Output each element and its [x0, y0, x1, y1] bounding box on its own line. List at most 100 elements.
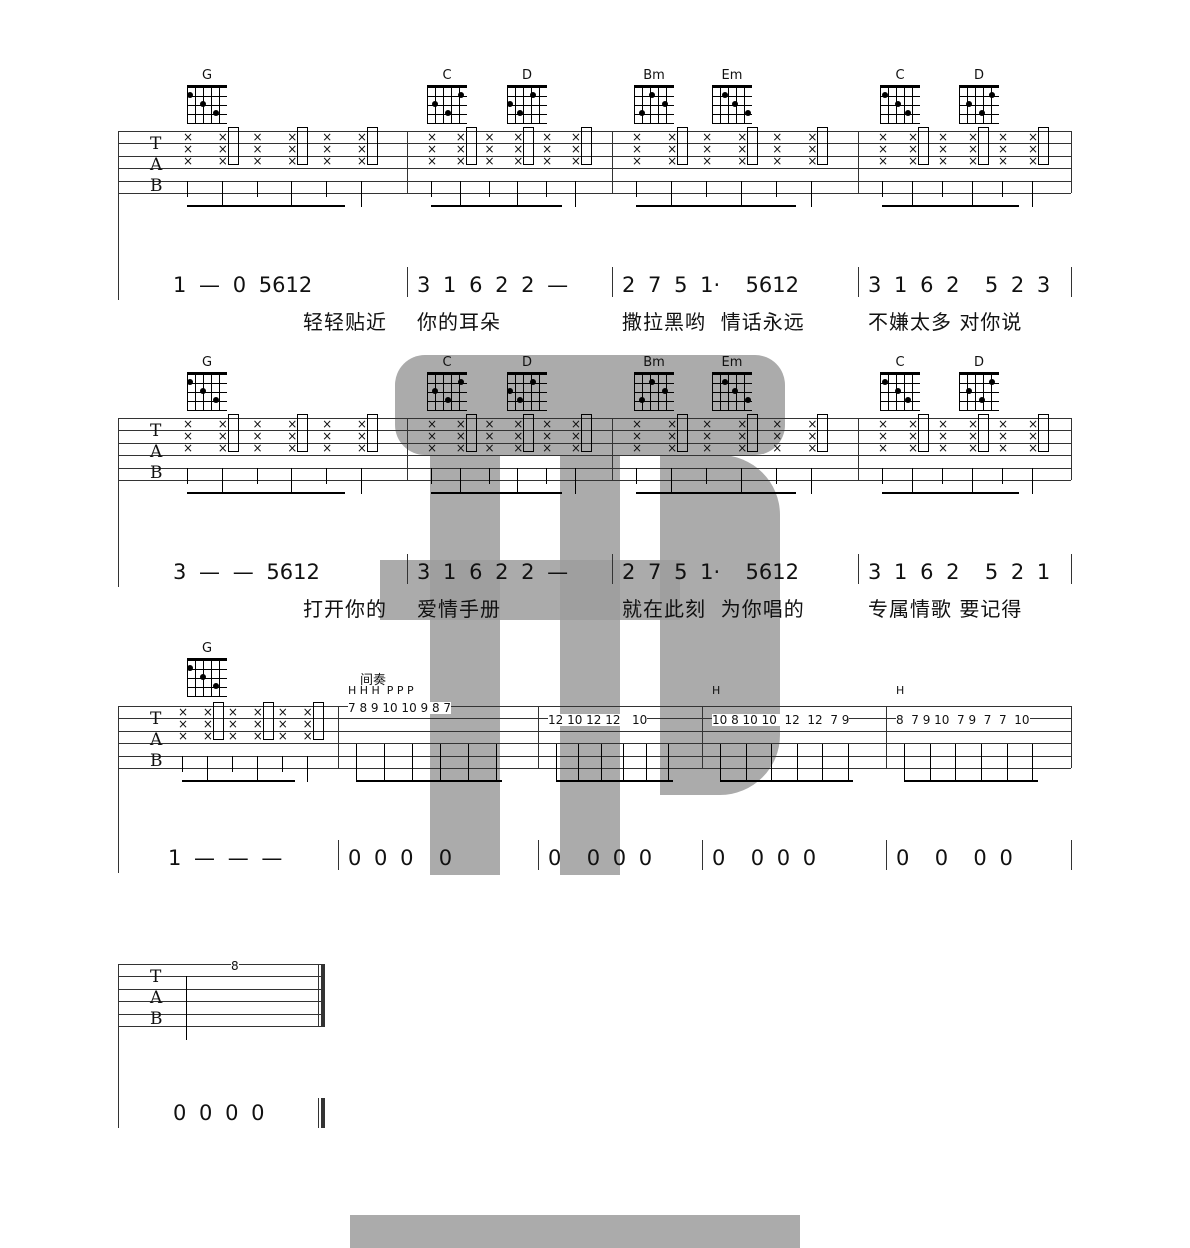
finger-dot — [200, 101, 206, 107]
strum-x-mark: × — [667, 154, 678, 168]
finger-dot — [445, 110, 451, 116]
fret-numbers: 8 — [231, 959, 239, 973]
finger-dot — [662, 388, 668, 394]
lyrics: 就在此刻 为你唱的 — [622, 597, 805, 621]
note-stem — [356, 744, 357, 782]
strum-x-mark: × — [542, 441, 553, 455]
chord-diagram: Bm — [632, 68, 676, 124]
notation-measure: 0 0 0 0 — [348, 846, 453, 870]
note-stem — [182, 756, 183, 772]
strum-x-mark: × — [1028, 429, 1039, 443]
note-stem — [847, 744, 849, 782]
strum-x-mark: × — [513, 441, 524, 455]
strum-x-mark: × — [570, 142, 581, 156]
strum-x-mark: × — [322, 429, 333, 443]
strum-x-mark: × — [908, 441, 919, 455]
fret-numbers: 8 7 9 10 7 9 7 7 10 — [896, 713, 1030, 727]
strum-x-mark: × — [427, 154, 438, 168]
notation-bar-line — [407, 267, 408, 297]
finger-dot — [966, 101, 972, 107]
notation-bar-line — [338, 840, 339, 870]
strum-x-mark: × — [1028, 130, 1039, 144]
finger-dot — [905, 110, 911, 116]
finger-dot — [722, 92, 728, 98]
finger-dot — [507, 101, 513, 107]
note-stem — [955, 744, 957, 782]
strum-x-mark: × — [908, 417, 919, 431]
finger-dot — [732, 101, 738, 107]
lyrics: 轻轻贴近 — [303, 310, 387, 334]
chord-grid — [712, 85, 752, 124]
strum-x-mark: × — [968, 441, 979, 455]
note-stem — [459, 468, 461, 494]
arpeggio-box — [366, 127, 378, 165]
fret-numbers: 7 8 9 10 10 9 8 7 — [348, 701, 452, 715]
chord-diagram: D — [505, 355, 549, 411]
strum-x-mark: × — [455, 441, 466, 455]
strum-x-mark: × — [202, 729, 213, 743]
strum-x-mark: × — [302, 705, 313, 719]
strum-x-mark: × — [908, 154, 919, 168]
lyrics: 爱情手册 — [417, 597, 501, 621]
strum-x-mark: × — [178, 705, 189, 719]
notation-measure: 2 7 5 1· 5612 — [622, 560, 799, 584]
strum-x-mark: × — [356, 417, 367, 431]
fret-numbers: 10 8 10 10 12 12 7 9 — [712, 713, 850, 727]
arpeggio-box — [978, 127, 989, 165]
note-stem — [496, 744, 497, 782]
strum-x-mark: × — [968, 142, 979, 156]
note-stem — [291, 181, 293, 207]
tab-staff-line — [118, 143, 1071, 145]
arpeggio-box — [262, 702, 274, 740]
notation-measure: 3 1 6 2 5 2 1 — [868, 560, 1051, 584]
chord-name: D — [973, 68, 984, 83]
finger-dot — [979, 110, 985, 116]
strum-x-mark: × — [542, 429, 553, 443]
arpeggio-box — [227, 414, 239, 452]
strum-x-mark: × — [302, 729, 313, 743]
note-stem — [256, 756, 258, 782]
notation-measure: 3 1 6 2 2 — — [417, 273, 569, 297]
tab-staff-line — [118, 755, 1071, 757]
note-stem — [281, 756, 283, 772]
strum-x-mark: × — [968, 130, 979, 144]
strum-x-mark: × — [178, 729, 189, 743]
chord-diagram: G — [185, 68, 229, 124]
strum-x-mark: × — [252, 705, 263, 719]
strum-x-mark: × — [277, 717, 288, 731]
finger-dot — [200, 388, 206, 394]
notation-measure: 0 0 0 0 — [712, 846, 817, 870]
finger-dot — [458, 92, 464, 98]
strum-x-mark: × — [484, 130, 495, 144]
beam — [904, 780, 1038, 782]
watermark-logo — [380, 560, 680, 620]
note-stem — [741, 468, 743, 494]
beam — [431, 492, 562, 494]
arpeggio-box — [747, 414, 759, 452]
strum-x-mark: × — [356, 429, 367, 443]
tab-staff-line — [118, 131, 1071, 132]
finger-dot — [187, 665, 193, 671]
notation-bar-line — [318, 1098, 319, 1128]
tab-staff-line — [118, 768, 1071, 769]
note-stem — [636, 468, 637, 484]
strum-x-mark: × — [807, 154, 818, 168]
beam — [882, 205, 1019, 207]
chord-name: Bm — [643, 355, 665, 370]
bar-line — [318, 964, 319, 1026]
strum-x-mark: × — [968, 154, 979, 168]
strum-x-mark: × — [702, 429, 713, 443]
note-stem — [578, 744, 580, 782]
finger-dot — [517, 397, 523, 403]
note-stem — [546, 181, 548, 197]
notation-bar-line — [612, 554, 613, 584]
chord-diagram: C — [878, 68, 922, 124]
chord-grid — [187, 658, 227, 697]
tab-staff-line — [118, 193, 1071, 194]
finger-dot — [530, 92, 536, 98]
bar-line — [407, 418, 408, 480]
arpeggio-box — [677, 127, 689, 165]
note-stem — [796, 744, 798, 782]
chord-diagram: G — [185, 641, 229, 697]
finger-dot — [745, 397, 751, 403]
